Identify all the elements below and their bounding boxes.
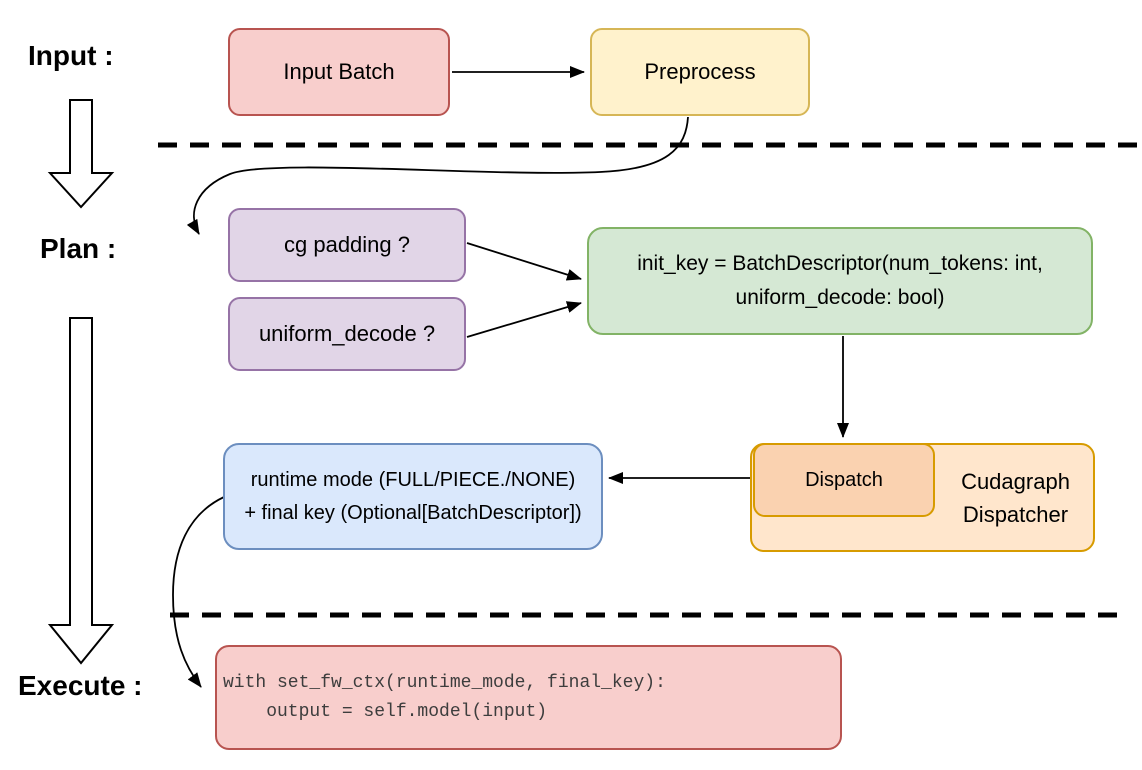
node-input-batch-label: Input Batch — [283, 59, 395, 84]
node-input-batch: Input Batch — [228, 28, 450, 116]
down-arrow-icon-input-to-plan — [47, 99, 115, 209]
cudagraph-dispatcher-line1: Cudagraph — [961, 468, 1070, 494]
node-cg-padding-label: cg padding ? — [284, 232, 410, 257]
section-label-plan: Plan : — [40, 233, 117, 264]
arrow-runtime-mode-to-execute-code — [172, 496, 225, 688]
node-uniform-decode-label: uniform_decode ? — [258, 321, 436, 346]
node-dispatch: Dispatch — [753, 443, 935, 517]
node-execute-code: with set_fw_ctx(runtime_mode, final_key)… — [215, 645, 842, 750]
arrow-uniform-decode-to-init-key — [466, 301, 582, 338]
execute-code-line1: with set_fw_ctx(runtime_mode, final_key)… — [223, 672, 666, 693]
execute-code-line2: output = self.model(input) — [223, 701, 548, 722]
node-init-key: init_key = BatchDescriptor(num_tokens: i… — [587, 227, 1093, 335]
arrow-preprocess-to-cg-padding — [186, 116, 689, 235]
node-init-key-line1: init_key = BatchDescriptor(num_tokens: i… — [637, 252, 1043, 275]
node-uniform-decode: uniform_decode ? — [228, 297, 466, 371]
node-init-key-line2: uniform_decode: bool) — [735, 286, 945, 309]
down-arrow-icon-plan-to-execute — [47, 317, 115, 665]
node-dispatch-label: Dispatch — [805, 468, 883, 491]
node-preprocess: Preprocess — [590, 28, 810, 116]
section-label-input: Input : — [28, 40, 114, 71]
node-runtime-mode: runtime mode (FULL/PIECE./NONE) + final … — [223, 443, 603, 550]
node-cudagraph-dispatcher-label: Cudagraph Dispatcher — [938, 443, 1093, 552]
arrow-cg-padding-to-init-key — [466, 242, 582, 281]
node-preprocess-label: Preprocess — [644, 59, 756, 84]
cudagraph-dispatcher-line2: Dispatcher — [962, 501, 1069, 527]
node-runtime-mode-line1: runtime mode (FULL/PIECE./NONE) — [250, 468, 576, 491]
section-label-execute: Execute : — [18, 670, 143, 701]
node-cg-padding: cg padding ? — [228, 208, 466, 282]
node-runtime-mode-line2: + final key (Optional[BatchDescriptor]) — [244, 501, 582, 524]
